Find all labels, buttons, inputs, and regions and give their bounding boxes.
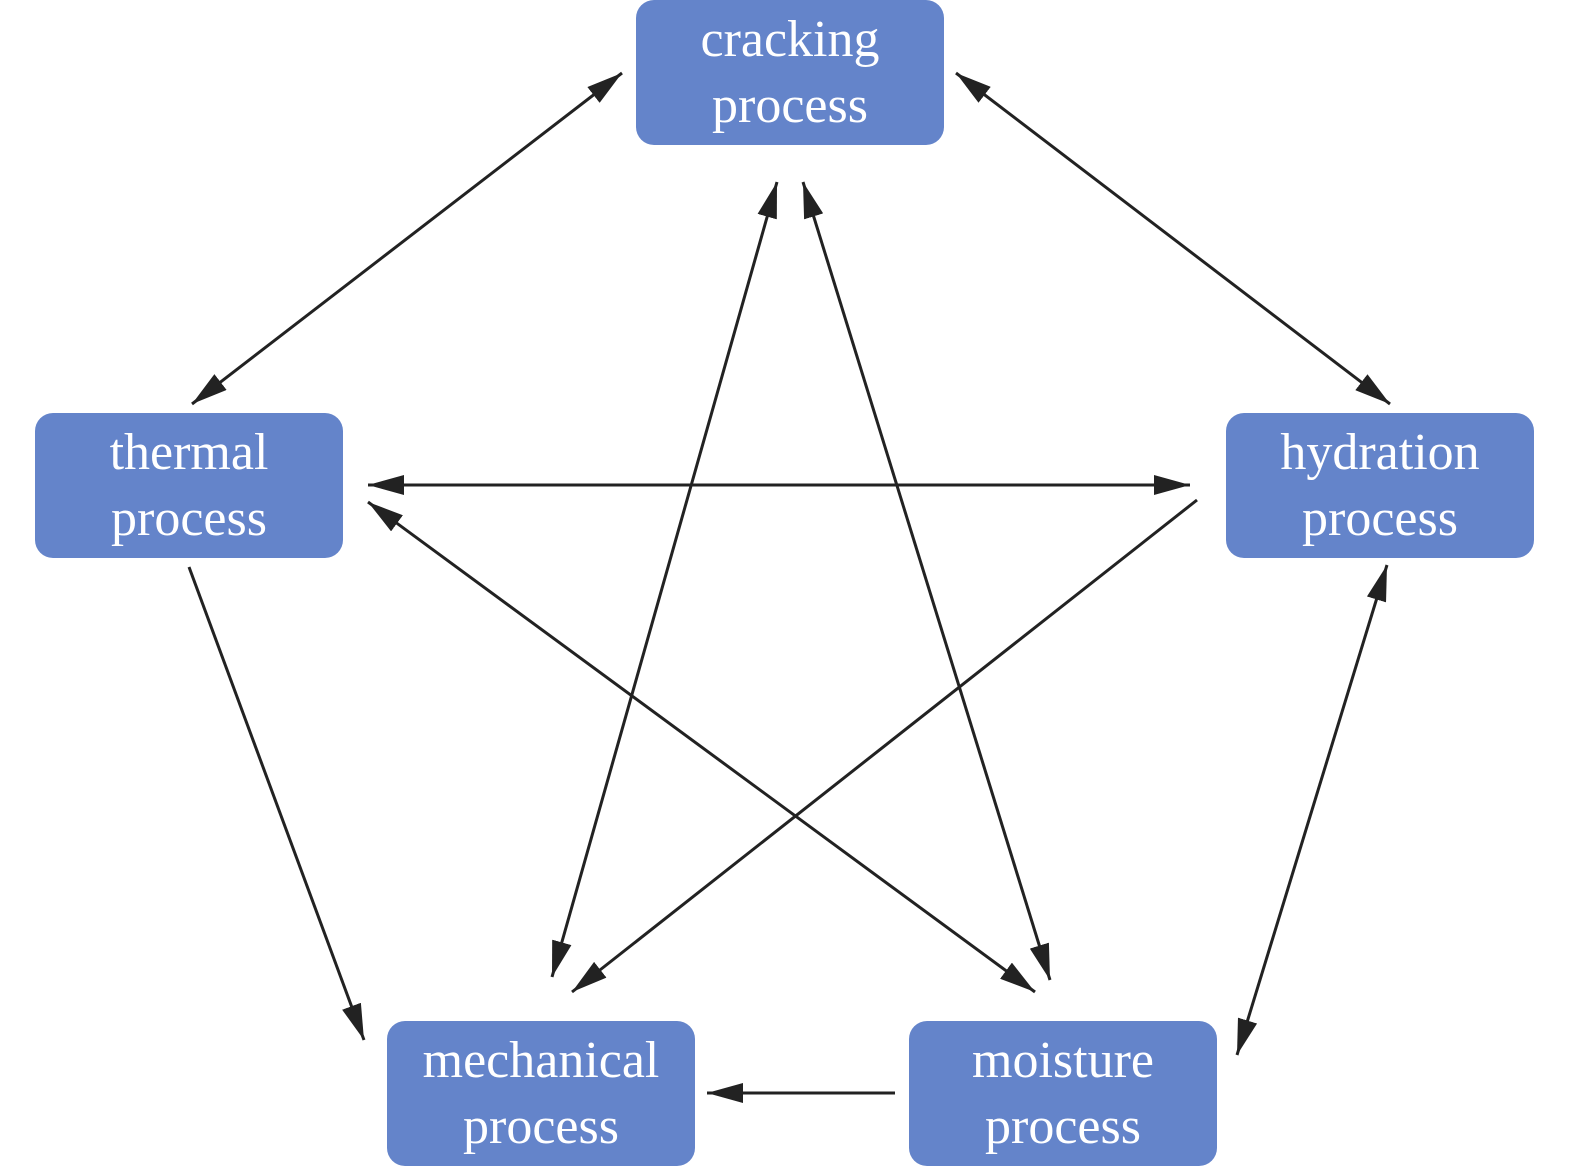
edge-cracking-hydration — [955, 71, 1391, 406]
node-hydration-process: hydration process — [1226, 413, 1534, 558]
node-moisture-process: moisture process — [909, 1021, 1217, 1166]
node-moisture-line1: moisture — [972, 1031, 1154, 1089]
node-mechanical-process: mechanical process — [387, 1021, 695, 1166]
edge-hydration-moisture — [1235, 564, 1389, 1056]
node-cracking-line1: cracking — [700, 10, 880, 68]
node-hydration-line1: hydration — [1280, 423, 1480, 481]
edge-cracking-moisture — [801, 181, 1052, 981]
node-cracking-line2: process — [712, 76, 868, 134]
node-thermal-line1: thermal — [109, 423, 269, 481]
node-mechanical-line1: mechanical — [422, 1031, 660, 1089]
node-cracking-process: cracking process — [636, 0, 944, 145]
node-mechanical-line2: process — [463, 1097, 619, 1155]
edge-thermal-mechanical — [187, 566, 366, 1041]
edge-cracking-thermal — [191, 71, 623, 406]
node-hydration-line2: process — [1302, 489, 1458, 547]
node-thermal-line2: process — [111, 489, 267, 547]
edge-thermal-moisture — [367, 500, 1036, 994]
node-moisture-line2: process — [985, 1097, 1141, 1155]
node-thermal-process: thermal process — [35, 413, 343, 558]
edge-hydration-mechanical — [571, 498, 1198, 994]
edges-layer — [187, 71, 1391, 1103]
